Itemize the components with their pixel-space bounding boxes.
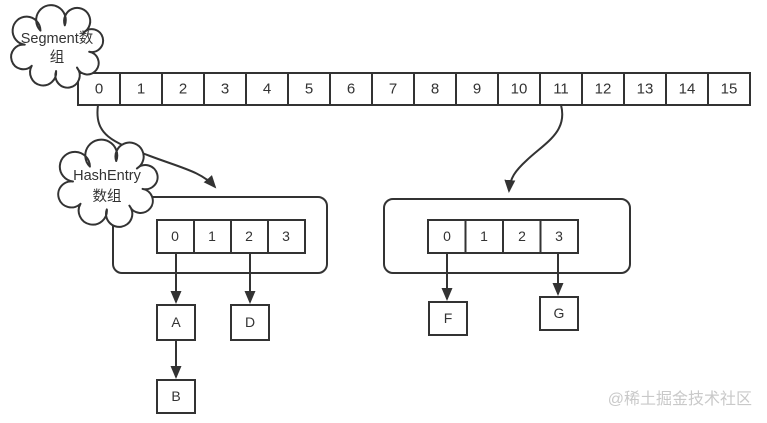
left-bucket-cell-label: 2: [245, 228, 253, 244]
segment-cell-label: 3: [221, 81, 229, 98]
segment-cloud-callout: Segment数 组: [11, 5, 103, 88]
left-bucket-cell-label: 1: [208, 228, 216, 244]
node-f-label: F: [444, 310, 453, 326]
right-bucket-outline: [383, 198, 631, 274]
segment-cell-label: 12: [595, 81, 612, 98]
left-bucket-cell-label: 0: [171, 228, 179, 244]
node-g-label: G: [554, 305, 565, 321]
node-d-box: [230, 304, 270, 341]
right-bucket-cell-label: 0: [443, 228, 451, 244]
hashentry-cloud-label-line1: HashEntry: [73, 168, 141, 184]
node-g-box: [539, 296, 579, 331]
segment-cell-label: 6: [347, 81, 355, 98]
right-bucket-array-dividers: [464, 220, 542, 253]
segment-cell-label: 8: [431, 81, 439, 98]
cloud-icon: [11, 5, 103, 88]
arrow-segment11-to-right-bucket-icon: [504, 104, 564, 193]
segment-cell-label: 14: [679, 81, 696, 98]
right-bucket-cell-label: 1: [480, 228, 488, 244]
segment-cell-label: 0: [95, 81, 103, 98]
segment-cell-label: 15: [721, 81, 738, 98]
right-bucket-cell-label: 3: [555, 228, 563, 244]
hashentry-cloud-callout: HashEntry 数组: [58, 140, 157, 227]
arrow-segment0-to-left-bucket-icon: [96, 104, 217, 189]
cloud-icon: [58, 140, 157, 227]
segment-cell-label: 10: [511, 81, 528, 98]
right-bucket-cell-label: 2: [518, 228, 526, 244]
segment-cell-label: 5: [305, 81, 313, 98]
node-f-box: [428, 301, 468, 336]
segment-cell-label: 7: [389, 81, 397, 98]
segment-cell-label: 13: [637, 81, 654, 98]
left-hashentry-bucket: 0 1 2 3 A D B: [112, 196, 328, 414]
node-b-box: [156, 379, 196, 414]
segment-cell-label: 2: [179, 81, 187, 98]
segment-array: 0 1 2 3 4 5 6 7 8 9 10 11 12 13 14 15: [77, 72, 751, 106]
node-d-label: D: [245, 314, 255, 330]
left-bucket-cell-label: 3: [282, 228, 290, 244]
segment-cell-label: 11: [553, 81, 569, 98]
segment-cell-label: 9: [473, 81, 481, 98]
hashentry-cloud-label-line2: 数组: [93, 188, 122, 205]
segment-cloud-label-line1: Segment数: [21, 30, 94, 47]
segment-array-dividers: [119, 73, 709, 105]
segment-cloud-label-line2: 组: [50, 49, 65, 66]
left-bucket-outline: [112, 196, 328, 274]
left-bucket-array-dividers: [193, 220, 269, 253]
node-a-label: A: [171, 314, 181, 330]
right-hashentry-bucket: 0 1 2 3 F G: [383, 198, 631, 336]
watermark: @稀土掘金技术社区: [608, 390, 752, 408]
segment-cell-label: 4: [263, 81, 271, 98]
node-b-label: B: [171, 388, 180, 404]
segment-cell-label: 1: [137, 81, 145, 98]
